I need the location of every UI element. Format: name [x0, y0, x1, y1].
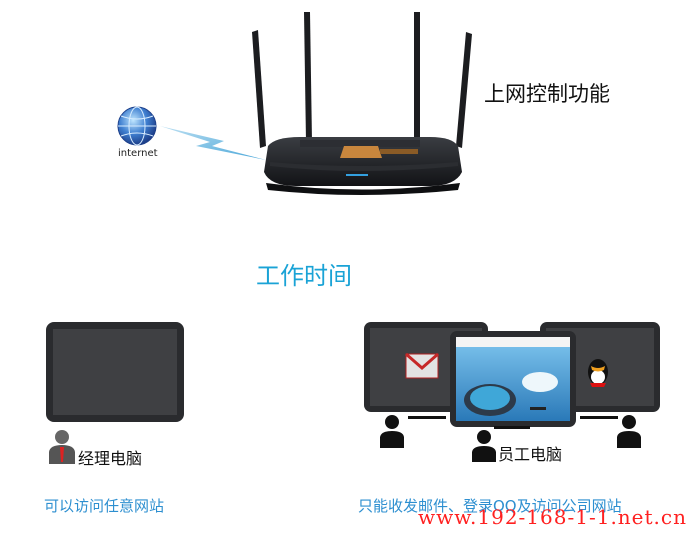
diagram-title: 上网控制功能 — [484, 82, 610, 106]
staff-computer-label: 员工电脑 — [498, 445, 563, 464]
manager-computer-label: 经理电脑 — [78, 449, 143, 468]
qq-icon — [588, 359, 608, 387]
internet-label: internet — [118, 148, 158, 159]
person-icon — [380, 415, 446, 448]
staff-access-note: 只能收发邮件、登录QQ及访问公司网站 — [358, 497, 622, 515]
wireless-link-icon — [160, 126, 266, 160]
globe-icon — [117, 106, 157, 146]
site-watermark: www.192-168-1-1.net.cn — [418, 505, 687, 529]
gmail-icon — [405, 352, 439, 379]
staff-monitor-center — [450, 331, 576, 427]
section-title: 工作时间 — [256, 262, 352, 290]
person-icon — [580, 415, 641, 448]
manager-person-icon — [49, 430, 75, 464]
monitor-icon — [46, 322, 184, 422]
manager-access-note: 可以访问任意网站 — [44, 497, 165, 515]
person-icon — [472, 426, 530, 462]
router-icon — [252, 12, 472, 195]
